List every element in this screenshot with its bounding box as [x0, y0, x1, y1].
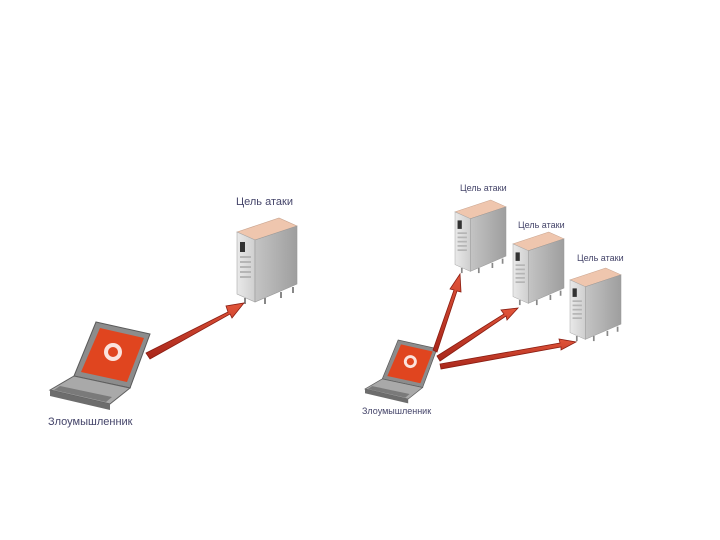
left-target-label: Цель атаки: [236, 196, 293, 208]
right-attack-arrow-1: [432, 272, 462, 353]
right-target-label-3: Цель атаки: [577, 253, 624, 263]
left-attack-arrow: [145, 302, 245, 360]
left-target-server: [236, 217, 298, 305]
right-target-server-3: [569, 267, 622, 342]
right-attacker-label: Злоумышленник: [362, 406, 432, 416]
right-attack-arrow-2: [436, 307, 520, 362]
right-target-label-2: Цель атаки: [518, 220, 565, 230]
left-attacker-laptop: [49, 321, 151, 411]
right-attacker-laptop: [364, 339, 438, 404]
right-attack-arrow-3: [439, 338, 578, 370]
right-target-label-1: Цель атаки: [460, 183, 507, 193]
left-attacker-label: Злоумышленник: [48, 416, 133, 428]
right-target-server-2: [512, 231, 565, 306]
right-target-server-1: [454, 199, 507, 274]
